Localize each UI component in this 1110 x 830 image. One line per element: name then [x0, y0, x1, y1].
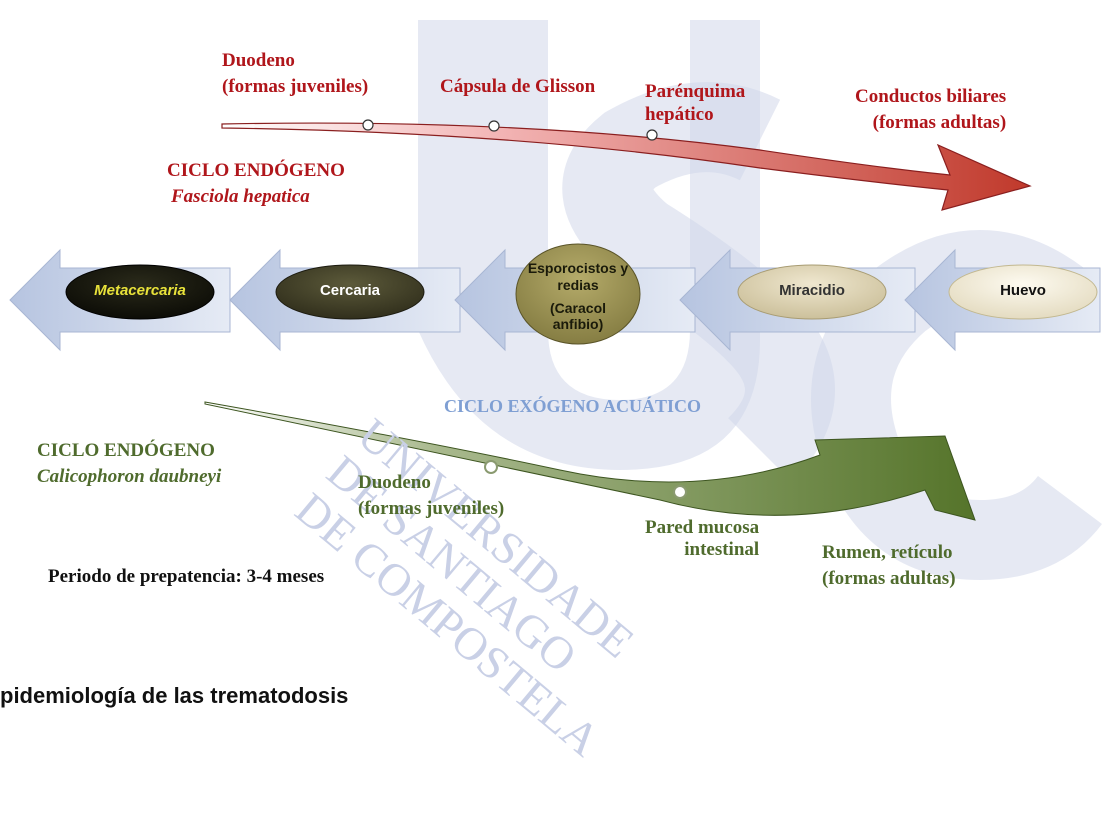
stage-node-huevo [948, 264, 1098, 320]
lower-stage-pared-mucosa: Pared mucosa intestinal [645, 517, 760, 560]
upper-cycle-title: CICLO ENDÓGENO Fasciola hepatica [167, 158, 345, 209]
stage-node-esporocistos [515, 243, 641, 345]
stage-node-cercaria [275, 264, 425, 320]
upper-cycle-arrow [221, 119, 1032, 211]
section-heading: pidemiología de las trematodosis [0, 683, 349, 708]
lower-cycle-title: CICLO ENDÓGENO Calicophoron daubneyi [37, 438, 221, 489]
upper-stage-conductos-biliares: Conductos biliares (formas adultas) [855, 86, 1007, 133]
upper-stage-parenquima: Parénquima hepático [645, 81, 746, 125]
lower-cycle-arrow [204, 401, 976, 521]
upper-stage-duodeno: Duodeno (formas juveniles) [222, 50, 369, 97]
lower-stage-duodeno: Duodeno (formas juveniles) [358, 472, 505, 519]
stage-node-miracidio [737, 264, 887, 320]
stage-node-metacercaria [65, 264, 215, 320]
diagram-canvas [9, 20, 1102, 581]
lower-stage-rumen: Rumen, retículo (formas adultas) [822, 542, 956, 589]
stage-label-cercaria: Cercaria [319, 282, 381, 299]
stage-label-metacercaria: Metacercaria [94, 282, 186, 299]
stage-label-huevo: Huevo [1000, 282, 1046, 299]
prepatency-period: Periodo de prepatencia: 3-4 meses [48, 566, 325, 587]
upper-cycle-species: Fasciola hepatica [171, 185, 310, 207]
stage-label-miracidio: Miracidio [779, 282, 845, 299]
stage-label-esporocistos: Esporocistos y redias (Caracol anfibio) [527, 260, 629, 333]
exogenous-cycle-title: CICLO EXÓGENO ACUÁTICO [444, 396, 702, 416]
lower-cycle-species: Calicophoron daubneyi [37, 465, 222, 487]
upper-stage-capsula-glisson: Cápsula de Glisson [440, 76, 596, 97]
